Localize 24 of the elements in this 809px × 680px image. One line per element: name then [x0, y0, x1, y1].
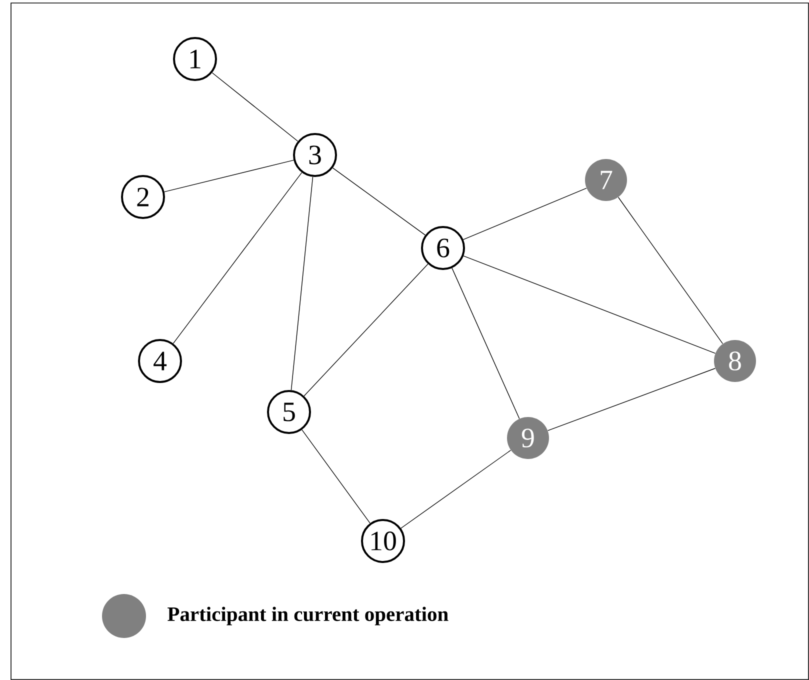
edge-line [400, 450, 512, 529]
edge-line [302, 429, 370, 524]
edge-line [304, 264, 428, 396]
edge-line [212, 72, 298, 142]
graph-node: 2 [121, 175, 165, 219]
edge-line [332, 168, 426, 236]
graph-node: 5 [267, 390, 311, 434]
edge-line [618, 196, 724, 344]
graph-node: 3 [293, 133, 337, 177]
graph-node: 1 [173, 37, 217, 81]
legend-label: Participant in current operation [168, 606, 448, 626]
edge-line [290, 176, 314, 390]
edge-line [172, 172, 302, 344]
participant-node: 8 [714, 340, 756, 382]
participant-node: 7 [585, 159, 627, 201]
graph-node: 6 [421, 226, 465, 270]
participant-node: 9 [507, 417, 549, 459]
graph-node: 10 [361, 519, 405, 563]
edge-line [462, 188, 587, 240]
graph-node: 4 [138, 339, 182, 383]
edge-line [164, 160, 294, 192]
edge-line [548, 368, 716, 431]
edge-line [452, 268, 520, 419]
edge-line [463, 256, 716, 354]
